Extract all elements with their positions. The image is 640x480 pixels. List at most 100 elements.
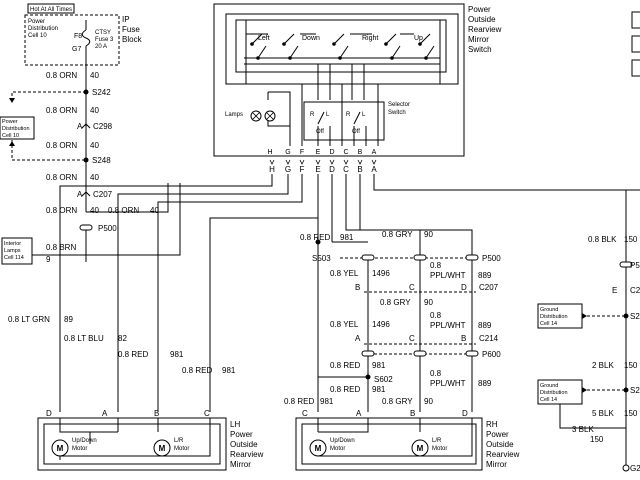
- power-dist-label-2: Distribution: [28, 26, 58, 32]
- circuit-1496-2: 1496: [372, 320, 390, 329]
- motor-label-lr: L/R: [174, 438, 184, 444]
- pin-a: A: [371, 165, 377, 174]
- ground-dist-ref-1c: Cell 14: [540, 321, 557, 327]
- direction-up: Up: [414, 35, 423, 42]
- fuse-block-title-1: IP: [122, 15, 130, 24]
- splice-dot: [623, 313, 629, 319]
- pin-e-ground: E: [612, 286, 617, 295]
- ground-g2: G2: [630, 464, 640, 473]
- lh-title-2: Power: [230, 430, 253, 439]
- circuit-40-2: 40: [90, 106, 99, 115]
- wire-label-blk-3: 5 BLK: [592, 409, 614, 418]
- connector-c298: C298: [93, 122, 113, 131]
- pin-a-c214: A: [355, 334, 361, 343]
- circuit-90-2: 90: [424, 298, 433, 307]
- pin-b: B: [357, 165, 362, 174]
- circuit-40-5: 40: [90, 206, 99, 215]
- selector-l-2: L: [362, 112, 366, 118]
- switch-internal-wires: [245, 20, 441, 146]
- circuit-889-3: 889: [478, 379, 492, 388]
- lh-title-4: Rearview: [230, 450, 264, 459]
- lh-title-3: Outside: [230, 440, 258, 449]
- power-dist-label-1: Power: [28, 19, 45, 25]
- motor-label-updown-rh-2: Motor: [330, 446, 345, 452]
- arrow-down-icon: [9, 98, 15, 103]
- pin-g: G: [285, 165, 291, 174]
- rh-title-2: Power: [486, 430, 509, 439]
- interior-lamps-ref-3: Cell 114: [4, 255, 24, 261]
- splice-dot: [315, 239, 321, 245]
- circuit-40-1: 40: [90, 71, 99, 80]
- power-dist-ref-3: Cell 10: [2, 133, 19, 139]
- fuse-block-title-2: Fuse: [122, 25, 140, 34]
- pin-b-rh: B: [410, 409, 415, 418]
- wire-label-ppl-2a: 0.8: [430, 311, 442, 320]
- splice-s248: S248: [92, 156, 111, 165]
- wire-label-ppl-1b: PPL/WHT: [430, 271, 466, 280]
- circuit-981-lh-1: 981: [170, 350, 184, 359]
- mirror-switch: Power Outside Rearview Mirror Switch Lef…: [213, 3, 502, 174]
- selector-off-1: Off: [316, 129, 324, 135]
- splice-dot: [623, 387, 629, 393]
- splice-s503: S503: [312, 254, 331, 263]
- splice-dot: [83, 89, 89, 95]
- circuit-1496-1: 1496: [372, 269, 390, 278]
- pin-a-top: A: [372, 149, 377, 156]
- arrow-up-icon: [9, 141, 15, 146]
- wire-label-gry-top: 0.8 GRY: [382, 230, 413, 239]
- wire-label-orn-6: 0.8 ORN: [108, 206, 139, 215]
- circuit-90-top: 90: [424, 230, 433, 239]
- pass-through-icon: [619, 261, 633, 268]
- rh-title-4: Rearview: [486, 450, 520, 459]
- power-dist-ref-1: Power: [2, 119, 18, 125]
- fuse-label-1: CTSY: [95, 30, 111, 36]
- wire-label-brn: 0.8 BRN: [46, 243, 76, 252]
- lr-motor-icon: [411, 439, 429, 457]
- pin-g-top: G: [285, 149, 290, 156]
- pin-d-c207: D: [461, 283, 467, 292]
- fuse-label-2: Fuse 3: [95, 37, 114, 43]
- circuit-889-1: 889: [478, 271, 492, 280]
- motor-label-updown: Up/Down: [72, 438, 97, 444]
- circuit-89: 89: [64, 315, 73, 324]
- lh-title-1: LH: [230, 420, 240, 429]
- pass-through-p500-left: P500: [98, 224, 117, 233]
- pin-a-rh: A: [356, 409, 362, 418]
- fuse-icon: [81, 29, 91, 47]
- direction-down: Down: [302, 35, 320, 42]
- circuit-981-5: 981: [320, 397, 334, 406]
- pin-h-top: H: [267, 149, 272, 156]
- lh-title-5: Mirror: [230, 460, 251, 469]
- selector-r-1: R: [310, 112, 315, 118]
- circuit-40-6: 40: [150, 206, 159, 215]
- pass-through-icon: [465, 350, 479, 357]
- wire-label-ppl-1a: 0.8: [430, 261, 442, 270]
- direction-contact-dots: [250, 42, 428, 60]
- wire-label-blk-4: 3 BLK: [572, 425, 594, 434]
- pin-h: H: [269, 165, 275, 174]
- circuit-981-top: 981: [340, 233, 354, 242]
- ground-dist-ref-2a: Ground: [540, 383, 558, 389]
- motor-label-updown-rh: Up/Down: [330, 438, 355, 444]
- pin-b-c207: B: [355, 283, 360, 292]
- selector-label-2: Switch: [388, 110, 406, 116]
- wire-label-gry-2: 0.8 GRY: [380, 298, 411, 307]
- motor-symbol-rh-1: M: [315, 444, 322, 453]
- wire-label-gry-3: 0.8 GRY: [382, 397, 413, 406]
- arrow-right-icon: [582, 313, 587, 319]
- pass-through-icon: [79, 224, 93, 231]
- circuit-90-3: 90: [424, 397, 433, 406]
- wire-label-ppl-3a: 0.8: [430, 369, 442, 378]
- wire-label-red-lh-1: 0.8 RED: [118, 350, 148, 359]
- pin-d-top: D: [329, 149, 334, 156]
- lamps-label: Lamps: [225, 112, 243, 118]
- power-dist-ref-2: Distribution: [2, 126, 30, 132]
- left-feed-labels: 0.8 ORN 40 S242 0.8 ORN 40 Power Distrib…: [0, 71, 159, 265]
- motor-label-lr-rh: L/R: [432, 438, 442, 444]
- switch-title-2: Outside: [468, 15, 496, 24]
- motor-label-updown-2: Motor: [72, 446, 87, 452]
- ground-dist-ref-1a: Ground: [540, 307, 558, 313]
- rh-title-3: Outside: [486, 440, 514, 449]
- wire-label-ppl-2b: PPL/WHT: [430, 321, 466, 330]
- circuit-9: 9: [46, 255, 51, 264]
